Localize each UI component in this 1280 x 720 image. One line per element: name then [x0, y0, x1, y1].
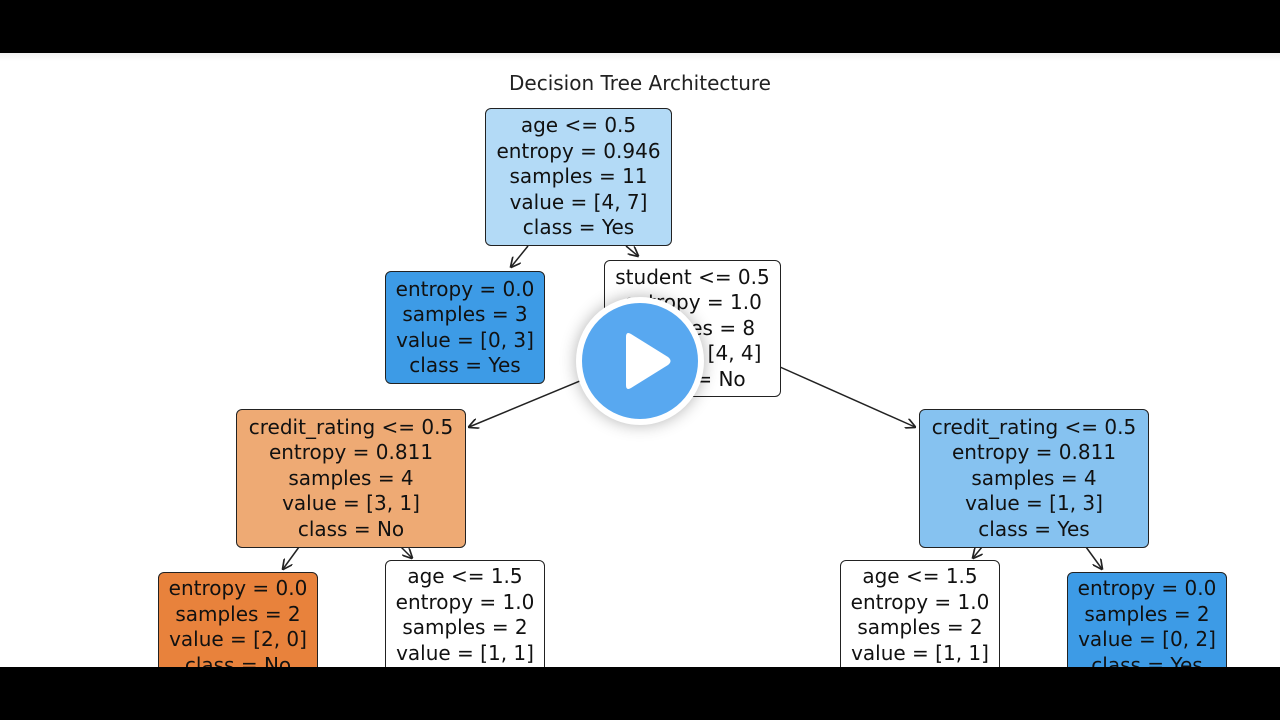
node-line: entropy = 0.0	[1077, 576, 1217, 600]
edge-root-student-split	[625, 245, 638, 256]
tree-node-age-right: age <= 1.5 entropy = 1.0 samples = 2 val…	[840, 560, 1000, 667]
node-line: class = No	[297, 516, 405, 541]
node-line: age <= 1.5	[407, 564, 523, 588]
node-line: samples = 4	[288, 465, 414, 490]
tree-node-credit-right: credit_rating <= 0.5 entropy = 0.811 sam…	[919, 409, 1149, 548]
node-line: value = [4, 7]	[509, 189, 648, 214]
node-line: samples = 2	[1084, 601, 1210, 626]
node-line: entropy = 1.0	[850, 589, 990, 614]
node-line: samples = 2	[175, 601, 301, 626]
edge-credit-left-age-left	[400, 546, 412, 558]
node-line: value = [3, 1]	[282, 491, 420, 516]
tree-node-root: age <= 0.5 entropy = 0.946 samples = 11 …	[485, 108, 672, 246]
node-line: samples = 3	[402, 302, 528, 326]
node-line: class = Yes	[409, 353, 521, 377]
tree-node-left-leaf: entropy = 0.0 samples = 3 value = [0, 3]…	[385, 271, 545, 384]
node-line: class = Yes	[1091, 652, 1203, 668]
letterbox-top	[0, 0, 1280, 53]
node-line: value = [2, 0]	[169, 627, 307, 651]
node-line: entropy = 0.0	[395, 276, 535, 301]
node-line: value = [1, 1]	[851, 640, 989, 665]
edge-root-left-leaf	[511, 245, 529, 267]
node-line: samples = 11	[509, 164, 648, 189]
node-line: age <= 1.5	[862, 564, 978, 588]
node-line: age <= 0.5	[520, 113, 637, 138]
node-line: entropy = 1.0	[395, 589, 535, 614]
video-frame: Decision Tree Architecture age <= 0.5 en…	[0, 53, 1280, 667]
diagram-title: Decision Tree Architecture	[509, 71, 771, 95]
node-line: credit_rating <= 0.5	[931, 414, 1137, 439]
frame-top-fade	[0, 53, 1280, 61]
tree-node-leaf-no: entropy = 0.0 samples = 2 value = [2, 0]…	[158, 572, 318, 667]
node-line: class = No	[184, 652, 292, 668]
node-line: entropy = 0.811	[268, 440, 434, 465]
node-line: value = [0, 2]	[1078, 627, 1216, 651]
node-line: class = Yes	[978, 516, 1090, 541]
node-line: samples = 4	[971, 465, 1097, 490]
tree-node-credit-left: credit_rating <= 0.5 entropy = 0.811 sam…	[236, 409, 466, 548]
edge-credit-right-leaf-yes	[1085, 546, 1102, 569]
node-line: samples = 2	[402, 615, 528, 639]
letterbox-bottom	[0, 667, 1280, 720]
node-line: entropy = 0.811	[951, 440, 1117, 465]
node-line: credit_rating <= 0.5	[248, 414, 454, 439]
edge-student-split-credit-right	[779, 366, 915, 427]
edge-credit-right-age-right	[973, 546, 982, 558]
tree-node-age-left: age <= 1.5 entropy = 1.0 samples = 2 val…	[385, 560, 545, 667]
play-icon	[626, 333, 671, 389]
node-line: student <= 0.5	[615, 264, 770, 289]
node-line: value = [1, 1]	[396, 640, 534, 665]
edge-credit-left-leaf-no	[283, 546, 300, 569]
node-line: class = Yes	[522, 215, 635, 240]
node-line: entropy = 0.0	[168, 576, 308, 600]
node-line: samples = 2	[857, 615, 983, 639]
node-line: value = [0, 3]	[396, 327, 534, 352]
play-button[interactable]	[576, 297, 704, 425]
tree-node-leaf-yes: entropy = 0.0 samples = 2 value = [0, 2]…	[1067, 572, 1227, 667]
node-line: value = [1, 3]	[965, 491, 1103, 516]
node-line: entropy = 0.946	[496, 138, 661, 163]
